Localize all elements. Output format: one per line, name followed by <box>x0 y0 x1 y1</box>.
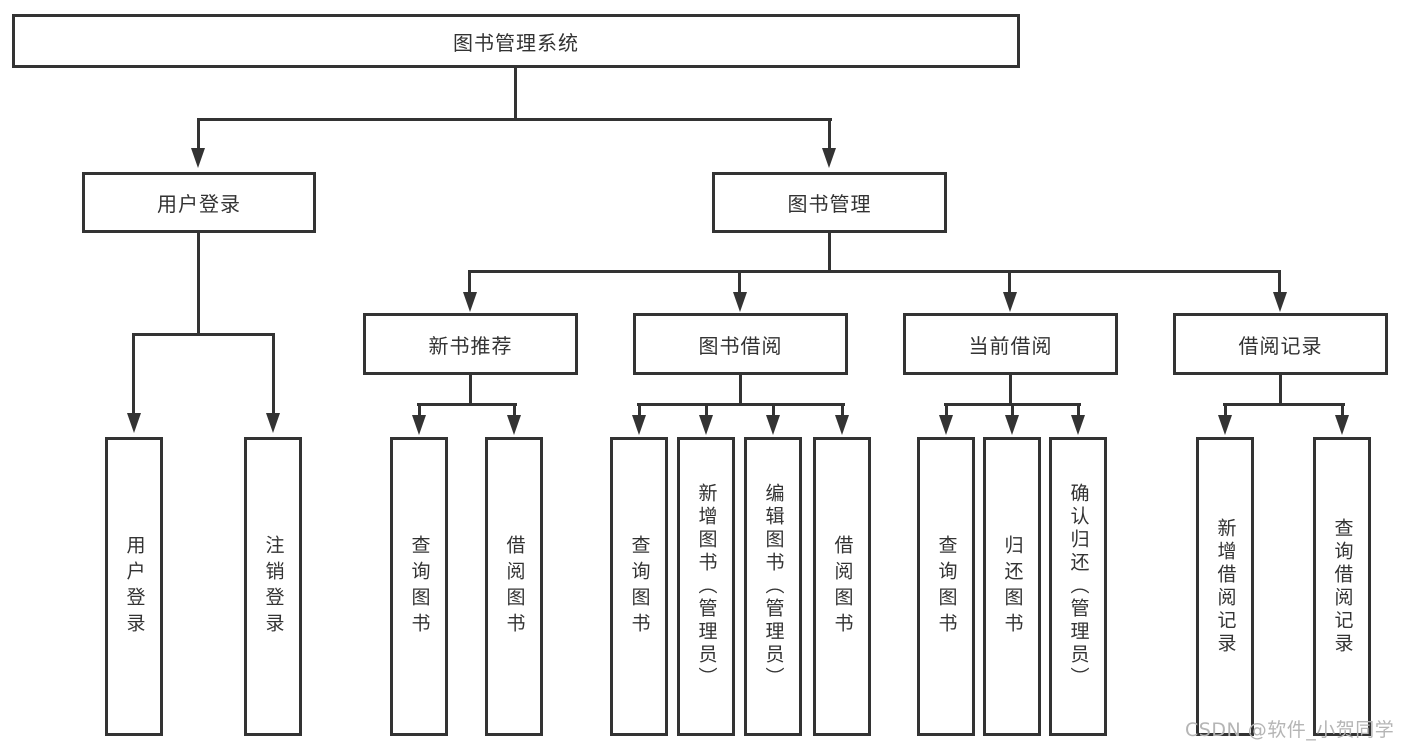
connector-line <box>1341 405 1344 416</box>
csdn-watermark: CSDN @软件_小贺同学 <box>1185 719 1395 741</box>
arrow-down-icon <box>1218 415 1232 435</box>
arrow-down-icon <box>127 413 141 433</box>
connector-line <box>1009 375 1012 405</box>
leaf-current-query-books: 查询图书 <box>917 437 975 736</box>
connector-line <box>944 403 1081 406</box>
leaf-borrow-add-books-admin: 新增图书（管理员） <box>677 437 735 736</box>
connector-line <box>828 120 831 148</box>
connector-line <box>739 375 742 405</box>
connector-line <box>197 233 200 335</box>
connector-line <box>841 405 844 416</box>
connector-line <box>197 118 832 121</box>
leaf-borrow-edit-books-admin: 编辑图书（管理员） <box>744 437 802 736</box>
arrow-down-icon <box>266 413 280 433</box>
connector-line <box>132 335 135 413</box>
connector-line <box>468 270 1281 273</box>
arrow-down-icon <box>822 148 836 168</box>
connector-line <box>197 120 200 148</box>
leaf-newrec-borrow-books: 借阅图书 <box>485 437 543 736</box>
arrow-down-icon <box>463 292 477 312</box>
connector-line <box>1279 375 1282 405</box>
leaf-current-return-books: 归还图书 <box>983 437 1041 736</box>
leaf-records-add-record: 新增借阅记录 <box>1196 437 1254 736</box>
leaf-newrec-query-books: 查询图书 <box>390 437 448 736</box>
leaf-logout: 注销登录 <box>244 437 302 736</box>
arrow-down-icon <box>699 415 713 435</box>
node-user-login: 用户登录 <box>82 172 316 233</box>
connector-line <box>1278 272 1281 292</box>
arrow-down-icon <box>632 415 646 435</box>
arrow-down-icon <box>507 415 521 435</box>
arrow-down-icon <box>412 415 426 435</box>
arrow-down-icon <box>939 415 953 435</box>
node-current-borrow: 当前借阅 <box>903 313 1118 375</box>
arrow-down-icon <box>1335 415 1349 435</box>
leaf-user-login: 用户登录 <box>105 437 163 736</box>
connector-line <box>772 405 775 416</box>
arrow-down-icon <box>1071 415 1085 435</box>
connector-line <box>514 68 517 120</box>
connector-line <box>132 333 275 336</box>
connector-line <box>1008 272 1011 292</box>
connector-line <box>468 272 471 292</box>
connector-line <box>1223 403 1345 406</box>
connector-line <box>1224 405 1227 416</box>
arrow-down-icon <box>1005 415 1019 435</box>
connector-line <box>513 405 516 416</box>
leaf-borrow-borrow-books: 借阅图书 <box>813 437 871 736</box>
connector-line <box>738 272 741 292</box>
connector-line <box>828 233 831 272</box>
connector-line <box>638 405 641 416</box>
connector-line <box>469 375 472 405</box>
connector-line <box>417 403 517 406</box>
node-root: 图书管理系统 <box>12 14 1020 68</box>
arrow-down-icon <box>766 415 780 435</box>
node-borrow-records: 借阅记录 <box>1173 313 1388 375</box>
connector-line <box>705 405 708 416</box>
node-book-management: 图书管理 <box>712 172 947 233</box>
connector-line <box>272 335 275 413</box>
connector-line <box>418 405 421 416</box>
connector-line <box>945 405 948 416</box>
arrow-down-icon <box>835 415 849 435</box>
arrow-down-icon <box>733 292 747 312</box>
arrow-down-icon <box>1003 292 1017 312</box>
leaf-current-confirm-return-admin: 确认归还（管理员） <box>1049 437 1107 736</box>
connector-line <box>1077 405 1080 416</box>
node-new-book-recommend: 新书推荐 <box>363 313 578 375</box>
arrow-down-icon <box>191 148 205 168</box>
arrow-down-icon <box>1273 292 1287 312</box>
leaf-records-query-record: 查询借阅记录 <box>1313 437 1371 736</box>
node-book-borrow: 图书借阅 <box>633 313 848 375</box>
leaf-borrow-query-books: 查询图书 <box>610 437 668 736</box>
connector-line <box>637 403 845 406</box>
connector-line <box>1011 405 1014 416</box>
